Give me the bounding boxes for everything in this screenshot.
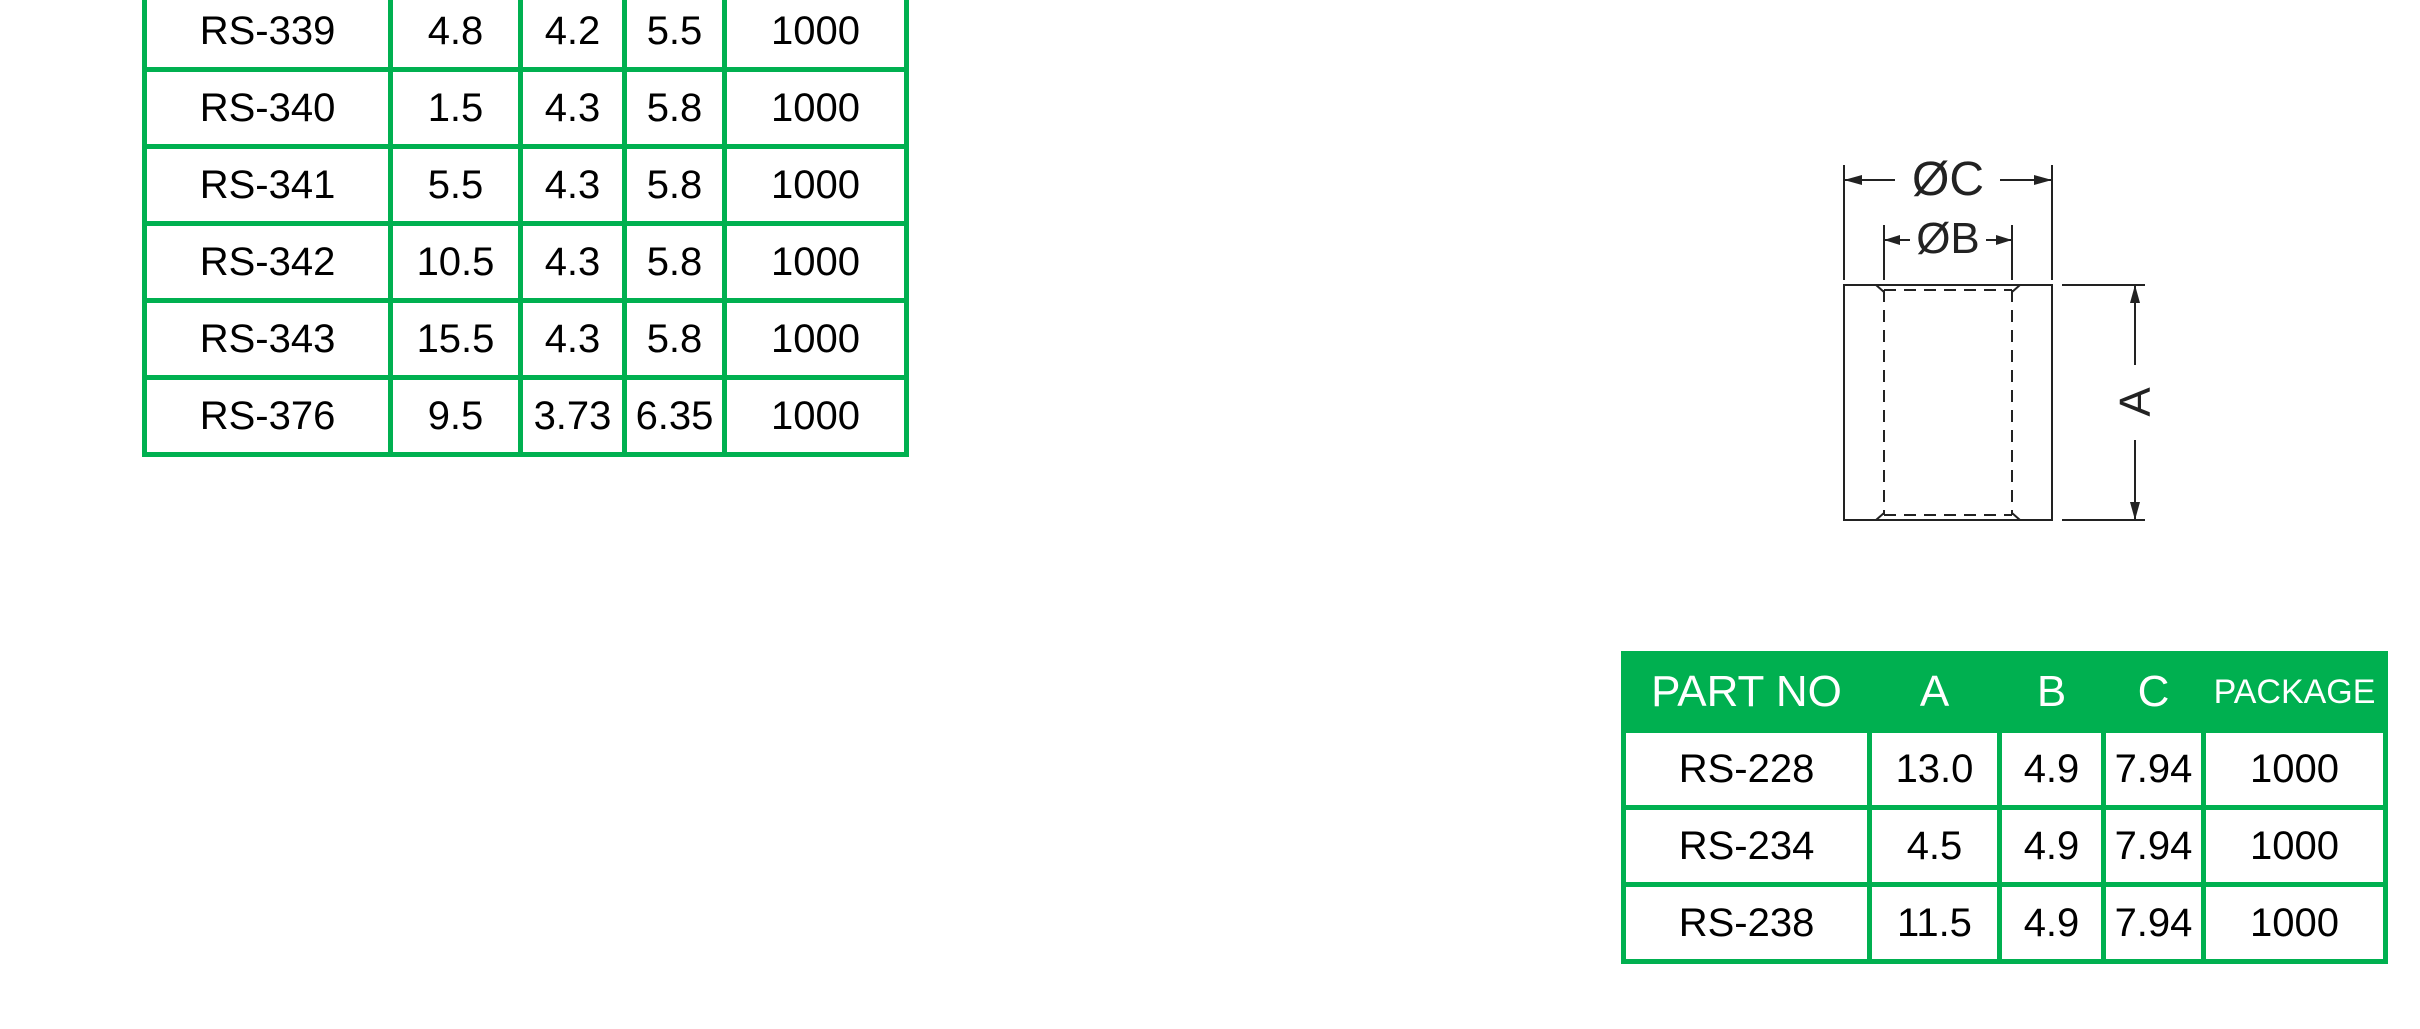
dim-a-cell: 5.5 — [388, 144, 523, 226]
dim-c-cell: 5.8 — [622, 67, 727, 149]
dimension-arrows — [1844, 175, 2140, 520]
part-no-cell: RS-228 — [1621, 728, 1872, 810]
part-no-cell: RS-238 — [1621, 882, 1872, 964]
dim-c-cell: 5.8 — [622, 221, 727, 303]
package-cell: 1000 — [722, 221, 909, 303]
dim-b-cell: 4.3 — [518, 67, 627, 149]
table-row: RS-238 11.5 4.9 7.94 1000 — [1621, 882, 2388, 964]
package-cell: 1000 — [722, 144, 909, 226]
part-no-cell: RS-339 — [142, 0, 393, 72]
dim-b-cell: 4.9 — [1997, 805, 2106, 887]
dim-c-cell: 7.94 — [2101, 882, 2206, 964]
table-row: RS-342 10.5 4.3 5.8 1000 — [142, 221, 909, 303]
dim-b-cell: 4.9 — [1997, 882, 2106, 964]
dim-a-cell: 15.5 — [388, 298, 523, 380]
header-part-no: PART NO — [1621, 651, 1872, 733]
package-cell: 1000 — [722, 0, 909, 72]
table-row: RS-234 4.5 4.9 7.94 1000 — [1621, 805, 2388, 887]
dim-a-cell: 10.5 — [388, 221, 523, 303]
header-package: PACKAGE — [2201, 651, 2388, 733]
table-row: RS-340 1.5 4.3 5.8 1000 — [142, 67, 909, 149]
part-no-cell: RS-376 — [142, 375, 393, 457]
dim-a-cell: 4.5 — [1867, 805, 2002, 887]
dim-b-cell: 4.9 — [1997, 728, 2106, 810]
part-no-cell: RS-340 — [142, 67, 393, 149]
dim-a-cell: 1.5 — [388, 67, 523, 149]
dim-c-cell: 5.8 — [622, 144, 727, 226]
part-no-cell: RS-234 — [1621, 805, 1872, 887]
inner-bore-hidden-lines — [1883, 289, 2013, 516]
package-cell: 1000 — [722, 67, 909, 149]
inner-diameter-label: ØB — [1916, 214, 1980, 263]
package-cell: 1000 — [2201, 805, 2388, 887]
spec-table-right: PART NO A B C PACKAGE RS-228 13.0 4.9 7.… — [1621, 651, 2388, 964]
outer-body-outline — [1843, 284, 2053, 521]
dim-c-cell: 7.94 — [2101, 728, 2206, 810]
length-label: A — [2111, 387, 2160, 417]
dim-b-cell: 4.3 — [518, 144, 627, 226]
dim-c-cell: 6.35 — [622, 375, 727, 457]
dim-a-cell: 9.5 — [388, 375, 523, 457]
dim-c-cell: 7.94 — [2101, 805, 2206, 887]
table-row: RS-228 13.0 4.9 7.94 1000 — [1621, 728, 2388, 810]
dim-a-cell: 13.0 — [1867, 728, 2002, 810]
part-no-cell: RS-341 — [142, 144, 393, 226]
dim-b-cell: 4.3 — [518, 298, 627, 380]
dim-a-cell: 11.5 — [1867, 882, 2002, 964]
package-cell: 1000 — [2201, 882, 2388, 964]
header-c: C — [2101, 651, 2206, 733]
outer-diameter-label: ØC — [1912, 153, 1984, 206]
table-row: RS-339 4.8 4.2 5.5 1000 — [142, 0, 909, 72]
spacer-technical-drawing: ØC ØB A — [1843, 153, 2160, 521]
part-no-cell: RS-342 — [142, 221, 393, 303]
dim-a-cell: 4.8 — [388, 0, 523, 72]
dim-c-cell: 5.8 — [622, 298, 727, 380]
dim-b-cell: 3.73 — [518, 375, 627, 457]
table-header-row: PART NO A B C PACKAGE — [1621, 651, 2388, 733]
package-cell: 1000 — [2201, 728, 2388, 810]
dim-b-cell: 4.3 — [518, 221, 627, 303]
dim-c-cell: 5.5 — [622, 0, 727, 72]
package-cell: 1000 — [722, 375, 909, 457]
package-cell: 1000 — [722, 298, 909, 380]
table-row: RS-376 9.5 3.73 6.35 1000 — [142, 375, 909, 457]
part-no-cell: RS-343 — [142, 298, 393, 380]
spec-table-left: RS-339 4.8 4.2 5.5 1000 RS-340 1.5 4.3 5… — [142, 0, 909, 457]
table-row: RS-341 5.5 4.3 5.8 1000 — [142, 144, 909, 226]
header-a: A — [1867, 651, 2002, 733]
dim-b-cell: 4.2 — [518, 0, 627, 72]
drawing-linework — [1843, 165, 2145, 521]
header-b: B — [1997, 651, 2106, 733]
table-row: RS-343 15.5 4.3 5.8 1000 — [142, 298, 909, 380]
